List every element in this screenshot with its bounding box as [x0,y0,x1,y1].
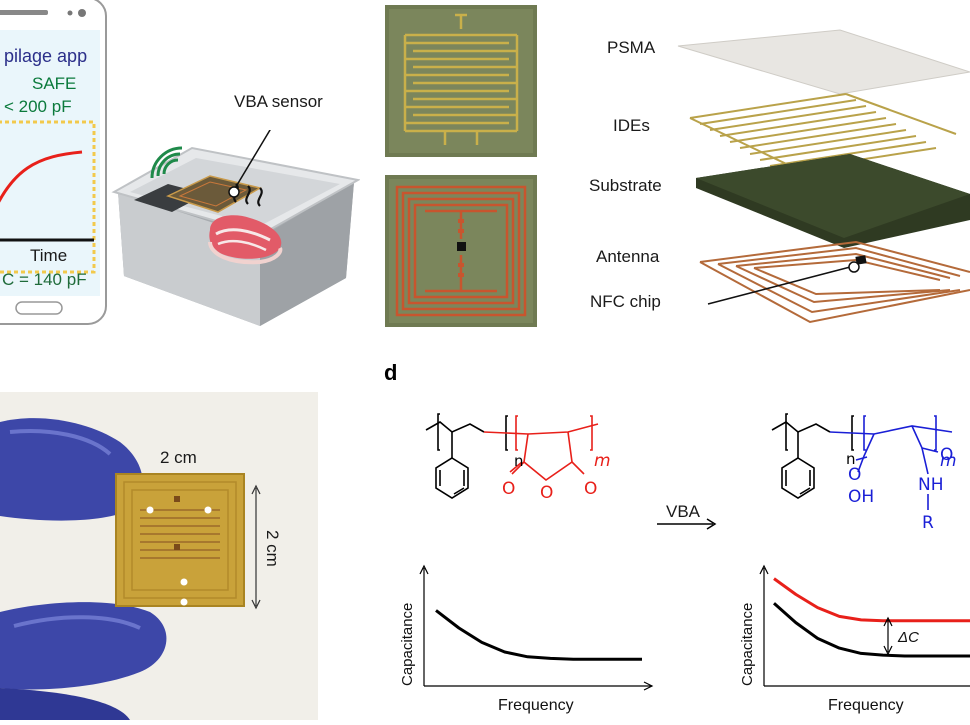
layer-label-ides: IDEs [613,116,650,135]
psma-o1-label: O [502,479,515,499]
chart-left-axes [419,564,654,691]
delta-c-indicator [883,616,893,656]
phone-delta: C = 140 pF [2,270,87,289]
layer-stack-illustration [677,29,970,324]
chart-left-xlabel: Frequency [498,697,574,714]
chart-right: ΔC Frequency Capacitance [732,560,970,720]
phone-x-axis: Time [30,246,68,265]
layer-label-psma: PSMA [607,38,656,57]
psma-o2-label: O [540,483,553,503]
vba-sensor-label: VBA sensor [234,92,323,111]
reaction-arrow [655,516,719,532]
container-scene [110,109,361,340]
reaction-label: VBA [666,502,701,521]
product-o2-label: O [940,445,953,465]
chart-left: Frequency Capacitance [392,560,662,720]
panel-letter-d: d [384,360,398,385]
chart-left-x-arrow [643,681,654,691]
chart-right-annotation: ΔC [897,629,919,646]
width-dimension-label: 2 cm [160,448,197,467]
chart-left-y-arrow [419,564,429,575]
layer-label-nfc-chip: NFC chip [590,292,661,311]
right-arrow-icon [657,518,717,530]
phone-frame [0,0,107,325]
phone-app-title: pilage app [4,46,88,66]
phone [0,0,110,328]
layer-label-antenna: Antenna [596,247,660,266]
product-o1-label: O [848,465,861,485]
antenna-photo [385,175,537,327]
ide-top-view [385,5,537,157]
phone-threshold: < 200 pF [4,97,72,116]
psma-m-label: m [594,451,611,471]
product-chemical-structure: n m O OH O NH R [771,413,957,533]
gloved-hand-holding-sensor [0,418,261,720]
height-dimension-label: 2 cm [263,530,282,567]
exploded-layers [660,10,970,328]
chart-right-ylabel: Capacitance [739,603,756,686]
psma-chemical-structure: n m O O O [425,413,611,503]
product-nh-label: NH [918,475,944,495]
chart-right-xlabel: Frequency [828,697,904,714]
psma-o3-label: O [584,479,597,499]
product-m-label: m [940,451,957,471]
chart-right-axes [759,564,970,687]
chart-right-y-arrow [759,564,769,575]
product-n-label: n [846,450,856,468]
chart-left-svg: Frequency Capacitance [399,564,654,714]
product-oh-label: OH [848,487,874,507]
ide-photo [385,5,537,157]
layer-label-substrate: Substrate [589,176,662,195]
product-r-label: R [922,513,934,533]
psma-structure: n m O O O [418,402,628,522]
chart-right-series-line-1 [773,602,970,658]
product-structure: n m O OH O NH R [762,402,970,542]
chart-right-svg: ΔC Frequency Capacitance [739,564,970,714]
phone-status: SAFE [32,74,77,93]
chart-right-series-line-0 [773,577,970,623]
sensor-photo [0,392,318,720]
antenna-top-view [385,175,537,327]
chart-left-series-line-0 [435,609,642,661]
chart-left-ylabel: Capacitance [399,603,416,686]
food-container-illustration [111,109,361,326]
psma-n-label: n [514,452,524,470]
